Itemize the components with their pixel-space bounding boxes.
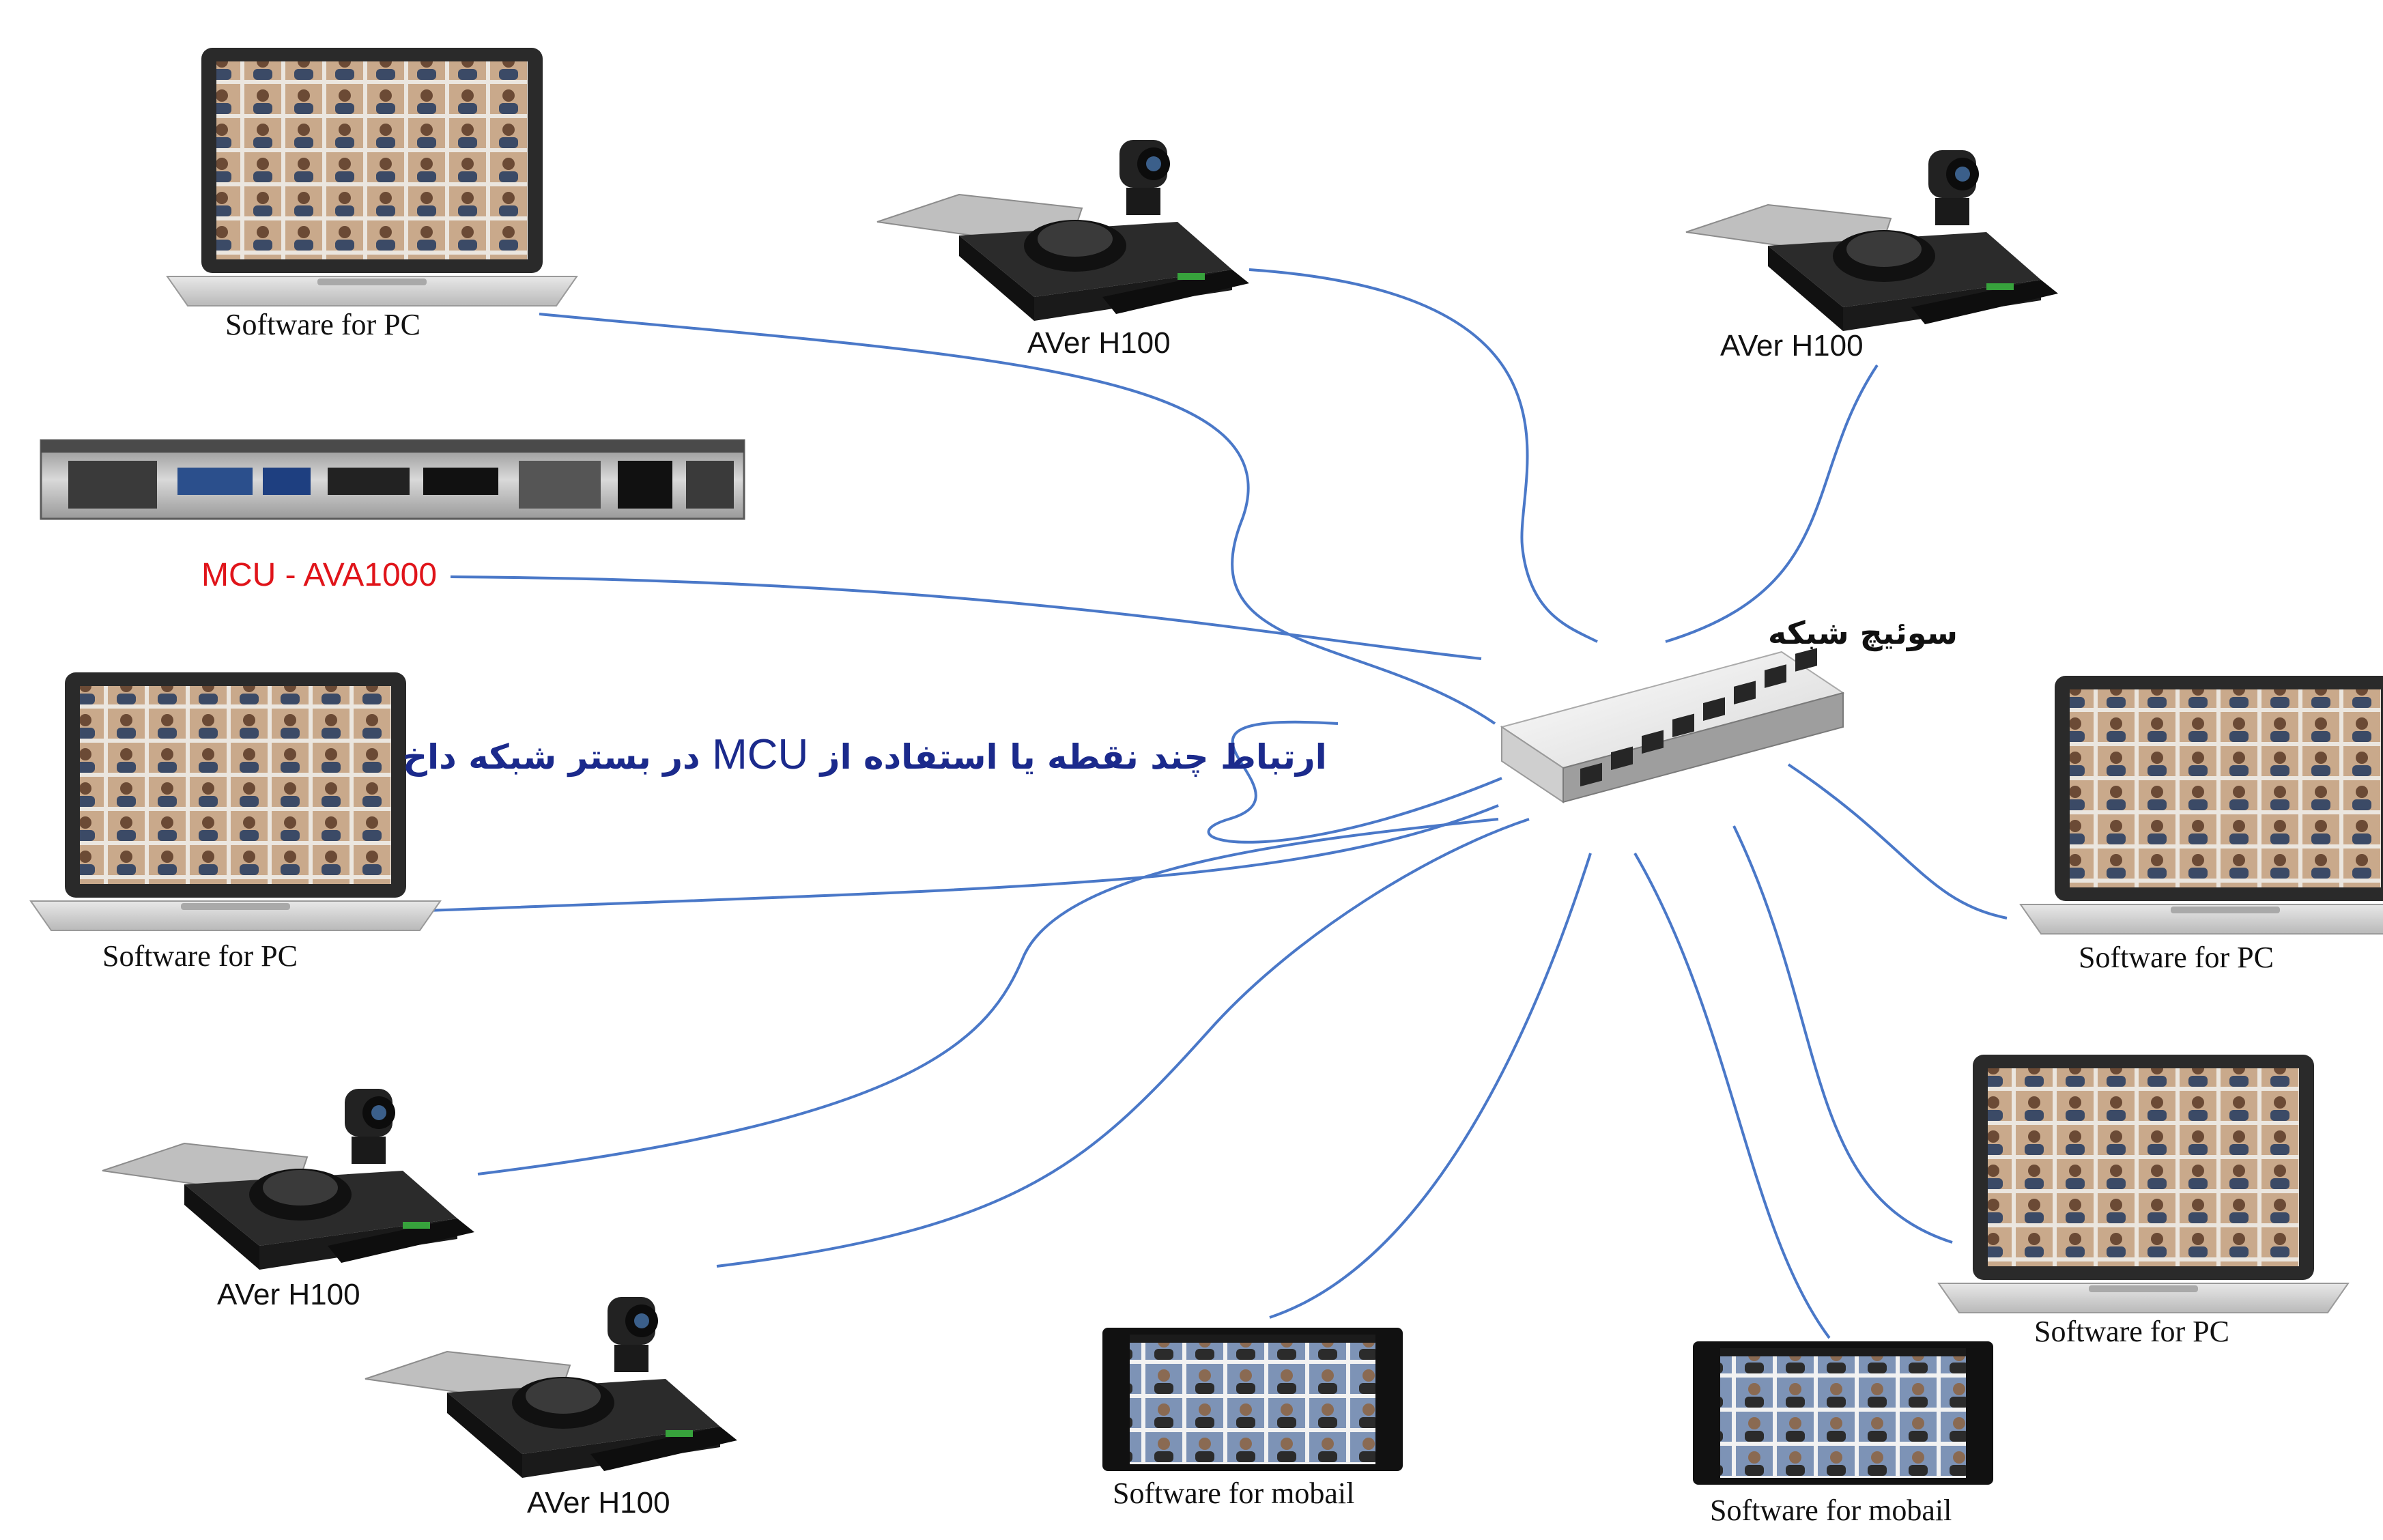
video-conference-unit-icon	[876, 139, 1250, 322]
network-switch-icon	[1500, 648, 1845, 803]
node-label-mobile-right: Software for mobail	[1710, 1494, 1952, 1527]
node-label-h100-top-center: AVer H100	[1027, 326, 1171, 360]
link-h100-top-center	[1248, 268, 1598, 643]
caption: ارتباط چند نقطه یا استفاده از MCU در بست…	[403, 730, 1327, 779]
link-mobile-center	[1269, 853, 1592, 1319]
node-label-h100-bottom-center: AVer H100	[527, 1486, 670, 1520]
node-label-h100-bottom-left: AVer H100	[217, 1278, 360, 1311]
node-label-pc-top-left: Software for PC	[225, 308, 420, 341]
smartphone-icon	[1693, 1341, 1993, 1485]
video-conference-unit-icon	[1685, 149, 2059, 332]
laptop-icon	[2020, 675, 2383, 935]
link-pc-mid-left	[409, 804, 1499, 913]
link-mcu	[450, 575, 1482, 660]
mcu-server-icon	[40, 439, 745, 520]
node-label-pc-mid-left: Software for PC	[102, 939, 298, 973]
link-pc-bottom-right	[1732, 825, 1953, 1244]
link-mobile-right	[1633, 852, 1831, 1339]
link-caption-wire	[1207, 720, 1502, 844]
mcu-label: MCU - AVA1000	[201, 557, 438, 593]
video-conference-unit-icon	[365, 1296, 738, 1479]
caption-text-before: ارتباط چند نقطه یا استفاده از	[808, 737, 1327, 777]
node-label-h100-top-right: AVer H100	[1720, 329, 1864, 362]
node-label-mobile-center: Software for mobail	[1113, 1477, 1355, 1510]
link-h100-bottom-center	[716, 818, 1530, 1268]
link-h100-bottom-left	[477, 818, 1499, 1175]
laptop-icon	[1938, 1054, 2349, 1313]
smartphone-icon	[1102, 1328, 1403, 1471]
caption-text-after: در بستر شبکه داخ	[403, 737, 713, 777]
link-h100-top-right	[1665, 364, 1879, 643]
video-conference-unit-icon	[102, 1088, 475, 1270]
laptop-icon	[167, 47, 577, 306]
node-label-pc-mid-right: Software for PC	[2079, 941, 2274, 974]
link-pc-top-left	[539, 313, 1496, 725]
laptop-icon	[30, 672, 441, 931]
switch-label: سوئیچ شبکه	[1768, 614, 1958, 651]
caption-text-mcu: MCU	[712, 731, 809, 778]
link-pc-mid-right	[1787, 763, 2008, 919]
node-label-pc-bottom-right: Software for PC	[2034, 1315, 2229, 1348]
connection-links	[409, 268, 2008, 1339]
